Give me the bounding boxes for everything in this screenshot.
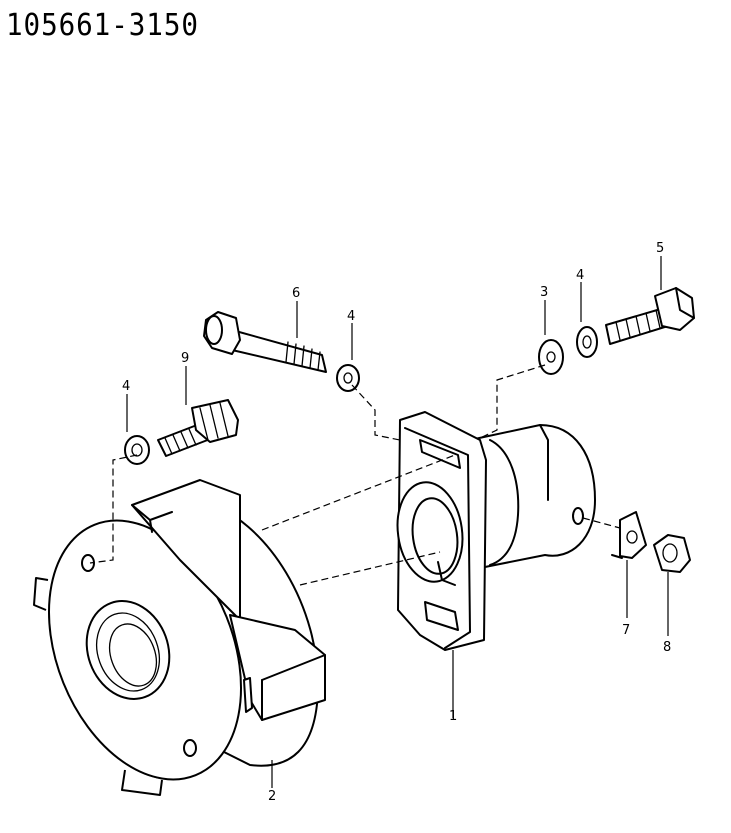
callout-9: 9 [181,351,189,366]
hex-bolt [605,287,695,345]
lock-washer-middle [336,364,360,392]
callout-leaders [126,256,669,788]
callout-5: 5 [656,241,664,256]
callout-2: 2 [268,789,276,804]
callout-4-middle: 4 [347,309,355,324]
bracket-clip [611,511,647,559]
knurled-screw [157,399,239,457]
flat-washer [538,339,564,375]
callout-8: 8 [663,640,671,655]
lock-washer-left [124,435,150,465]
hex-nut [653,534,691,573]
lock-washer-right [576,326,598,358]
callout-4-left: 4 [122,379,130,394]
callout-6: 6 [292,286,300,301]
long-bolt [203,311,327,373]
part-number-title: 105661-3150 [6,8,199,43]
callout-7: 7 [622,623,630,638]
pump-housing [33,479,326,796]
callout-1: 1 [449,709,457,724]
assembly-lines [89,364,621,586]
mounting-flange [396,411,596,651]
callout-labels: 1 2 3 4 4 4 5 6 7 8 9 [122,241,671,804]
callout-4-right: 4 [576,268,584,283]
callout-3: 3 [540,285,548,300]
